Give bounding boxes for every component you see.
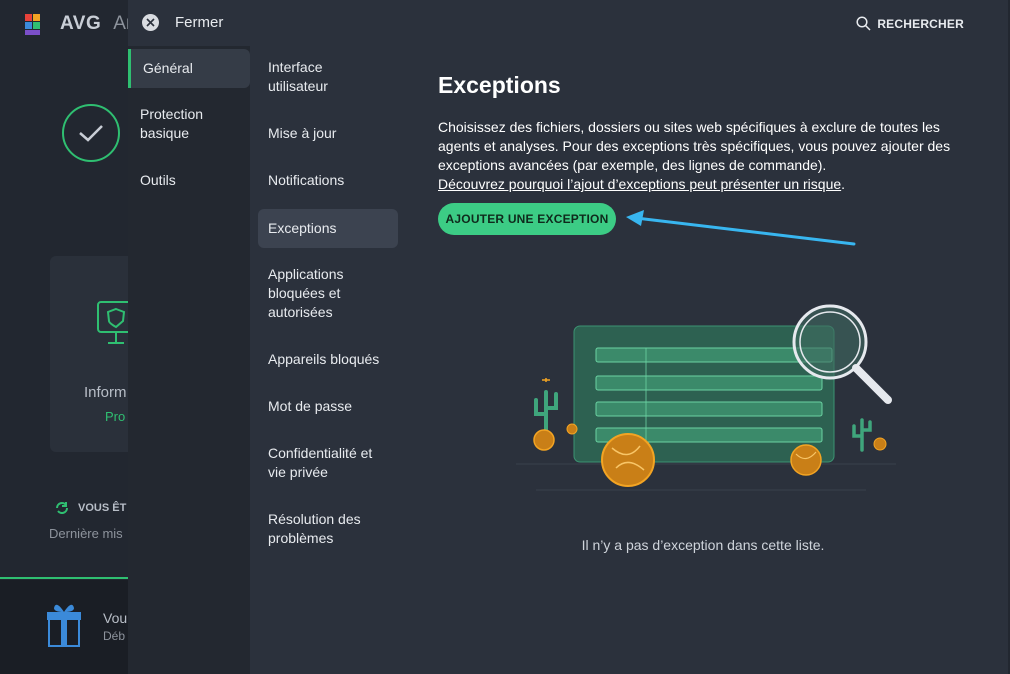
background-promo-subtitle: Déb xyxy=(103,629,126,643)
subnav-appareils-bloques[interactable]: Appareils bloqués xyxy=(258,350,398,369)
risk-info-suffix: . xyxy=(841,176,846,192)
category-outils[interactable]: Outils xyxy=(128,171,250,190)
subnav-confidentialite[interactable]: Confidentialité et vie privée xyxy=(258,444,398,482)
background-divider xyxy=(0,577,130,579)
category-label: Général xyxy=(143,60,193,76)
empty-list-message: Il n’y a pas d’exception dans cette list… xyxy=(581,537,825,553)
subnav-interface-utilisateur[interactable]: Interface utilisateur xyxy=(258,58,398,96)
subnav-mot-de-passe[interactable]: Mot de passe xyxy=(258,397,398,416)
category-label: Outils xyxy=(140,172,176,188)
subnav-label: Notifications xyxy=(268,172,345,188)
background-card-subtitle: Pro xyxy=(105,409,126,424)
page-description: Choisissez des fichiers, dossiers ou sit… xyxy=(438,119,951,173)
subnav-label: Confidentialité et vie privée xyxy=(268,445,373,480)
search-icon xyxy=(856,16,871,31)
settings-panel: Fermer RECHERCHER Général Protection bas… xyxy=(128,0,1008,674)
subnav-label: Mise à jour xyxy=(268,125,337,141)
background-sync-label: VOUS ÊT xyxy=(78,502,127,514)
category-general[interactable]: Général xyxy=(128,49,250,88)
gift-icon xyxy=(47,604,81,647)
subnav-label: Résolution des problèmes xyxy=(268,511,361,546)
protection-status-check-icon xyxy=(62,104,120,162)
sync-icon xyxy=(56,502,68,514)
search-label: RECHERCHER xyxy=(877,16,964,31)
subnav-exceptions[interactable]: Exceptions xyxy=(258,209,398,248)
category-protection-basique[interactable]: Protection basique xyxy=(128,105,250,143)
subnav-label: Exceptions xyxy=(268,220,337,236)
risk-info: Découvrez pourquoi l’ajout d’exceptions … xyxy=(438,175,845,194)
exceptions-content: Exceptions Choisissez des fichiers, doss… xyxy=(438,46,998,674)
subnav-label: Mot de passe xyxy=(268,398,353,414)
close-icon xyxy=(146,18,155,27)
settings-header: Fermer RECHERCHER xyxy=(128,0,1008,46)
avg-logo-icon xyxy=(25,14,40,35)
avg-logo: AVG Ant xyxy=(24,12,142,36)
risk-info-link[interactable]: Découvrez pourquoi l’ajout d’exceptions … xyxy=(438,176,842,192)
subnav-label: Applications bloquées et autorisées xyxy=(268,266,344,320)
subnav-resolution-problemes[interactable]: Résolution des problèmes xyxy=(258,510,398,548)
category-label: Protection basique xyxy=(140,106,204,141)
close-label[interactable]: Fermer xyxy=(175,14,224,31)
subnav-mise-a-jour[interactable]: Mise à jour xyxy=(258,124,398,143)
subcategory-nav: Interface utilisateur Mise à jour Notifi… xyxy=(250,46,408,674)
empty-list-illustration xyxy=(516,304,896,491)
annotation-arrow-icon xyxy=(626,210,856,246)
subnav-label: Appareils bloqués xyxy=(268,351,380,367)
category-nav: Général Protection basique Outils xyxy=(128,46,250,674)
background-sync-status: VOUS ÊT xyxy=(54,500,126,516)
background-card-title: Inform xyxy=(84,384,127,401)
background-promo-title: Vou xyxy=(103,610,128,626)
background-last-update: Dernière mis xyxy=(49,526,123,541)
subnav-label: Interface utilisateur xyxy=(268,59,328,94)
subnav-applications-bloquees[interactable]: Applications bloquées et autorisées xyxy=(258,265,398,322)
page-title: Exceptions xyxy=(438,72,561,98)
search-button[interactable]: RECHERCHER xyxy=(856,16,964,31)
subnav-notifications[interactable]: Notifications xyxy=(258,171,398,190)
close-button[interactable] xyxy=(142,14,159,31)
avg-logo-text: AVG xyxy=(60,13,102,34)
add-exception-button[interactable]: AJOUTER UNE EXCEPTION xyxy=(438,203,616,235)
